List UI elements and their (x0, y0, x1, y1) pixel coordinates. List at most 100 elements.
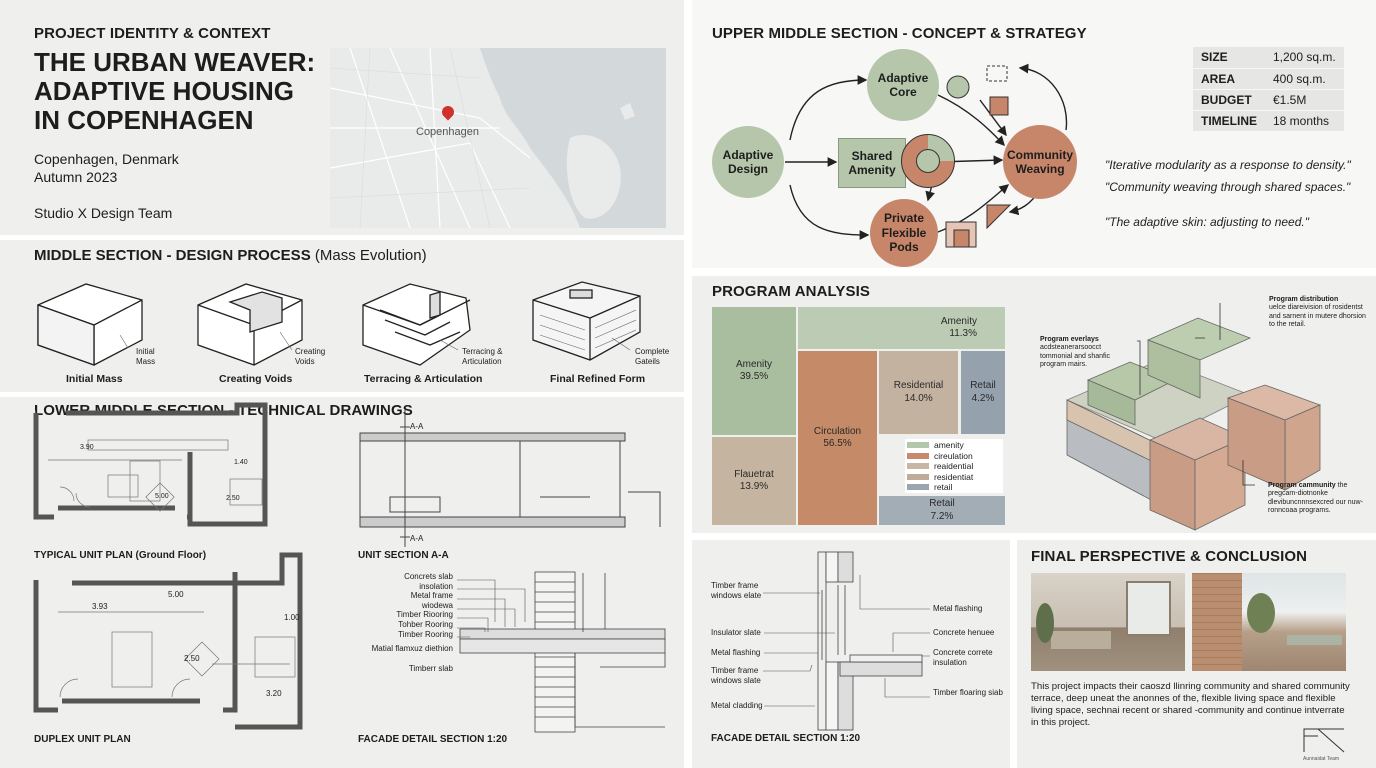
legend-label: cireulation (934, 450, 973, 461)
spec-value: 1,200 sq.m. (1265, 47, 1344, 69)
step-note: Terracing & (462, 347, 503, 356)
cell-value: 14.0% (904, 392, 933, 404)
step-note: Initial (136, 347, 155, 356)
step-note: Gateils (635, 356, 660, 366)
cell-label: Retail (929, 498, 955, 509)
legend-item: amenity (907, 440, 964, 450)
dimension: 3.90 (80, 444, 94, 451)
section-marker: A-A (410, 534, 424, 543)
annotation-title: Program cammunity (1268, 482, 1336, 489)
node-shared-amenity[interactable]: Shared Amenity (838, 138, 906, 188)
cell-label: Amenity (735, 358, 773, 370)
cell-label: Circulation (813, 425, 862, 437)
quote: "Iterative modularity as a response to d… (1105, 158, 1351, 172)
facade-label: wiodewa (421, 600, 453, 610)
cell-value: 56.5% (823, 438, 852, 449)
process-heading: MIDDLE SECTION - DESIGN PROCESS (34, 247, 311, 264)
legend-swatch (907, 484, 929, 490)
step-label: Initial Mass (66, 373, 123, 385)
technical-drawings-panel: LOWER MIDDLE SECTION - TECHNICAL DRAWING… (0, 397, 684, 768)
facade-label: Timberr slab (408, 663, 453, 673)
facade-detail-label: Timber floaring siab (933, 688, 1003, 697)
spec-key: TIMELINE (1193, 110, 1265, 132)
node-adaptive-design[interactable]: Adaptive Design (712, 126, 784, 198)
legend-label: amenity (934, 440, 964, 450)
annotation-title: Program distribution (1269, 296, 1339, 303)
mass-evolution-diagrams (37, 281, 641, 366)
dimension: 1.40 (234, 459, 248, 466)
quote: "The adaptive skin: adjusting to need." (1105, 215, 1309, 229)
team: Studio X Design Team (34, 205, 173, 221)
facade-detail-label: Metal flashing (711, 648, 761, 657)
program-heading: PROGRAM ANALYSIS (712, 283, 871, 300)
facade-label: Matial flamxuz diethion (371, 644, 453, 654)
cell-value: 39.5% (739, 371, 769, 382)
spec-value: 18 months (1265, 110, 1344, 132)
step-label: Creating Voids (219, 373, 293, 385)
facade-label: Concrets slab (404, 572, 453, 581)
cell-label: Amenity (940, 315, 977, 327)
logo-text: Aunnaidat Team (1303, 756, 1340, 762)
location-map[interactable]: Copenhagen (330, 48, 666, 228)
section-marker: A-A (410, 422, 424, 431)
design-process-panel: MIDDLE SECTION - DESIGN PROCESS (Mass Ev… (0, 240, 684, 392)
annotation-body: pregcam-diotnonke dlevibuncnnnsexcred ou… (1268, 490, 1363, 515)
legend-label: residentiat (934, 471, 974, 482)
map-label: Copenhagen (416, 126, 480, 138)
typical-plan-caption: TYPICAL UNIT PLAN (Ground Floor) (34, 550, 207, 561)
legend-label: reaidential (934, 461, 974, 471)
step-note: Complete (635, 347, 670, 356)
spec-key: AREA (1193, 68, 1265, 90)
facade-detail-label: Timber frame windows elate (711, 581, 762, 600)
dimension: 3.20 (266, 689, 282, 698)
annotation-body: acdsteanerarsoocct tommonial and shanfic… (1040, 344, 1111, 369)
facade-detail-label: Concrete henuee (933, 628, 995, 637)
identity-panel: PROJECT IDENTITY & CONTEXT THE URBAN WEA… (0, 0, 684, 235)
step-note: Articulation (462, 356, 502, 366)
legend-item: retail (907, 482, 952, 492)
node-community-weaving[interactable]: Community Weaving (1003, 125, 1077, 199)
step-label: Final Refined Form (550, 373, 646, 385)
project-title: THE URBAN WEAVER: ADAPTIVE HOUSING IN CO… (34, 48, 315, 135)
facade-detail-label: Metal cladding (711, 701, 763, 710)
facade-label: Metal frame (410, 591, 453, 601)
cell-label: Retail (970, 380, 996, 391)
legend-label: retail (934, 482, 953, 492)
facade-caption: FACADE DETAIL SECTION 1:20 (358, 734, 508, 745)
dimension: 1.00 (284, 613, 300, 622)
title-line: IN COPENHAGEN (34, 105, 254, 135)
dimension: 3.93 (92, 602, 108, 611)
spec-key: BUDGET (1193, 89, 1265, 111)
drawings (33, 402, 666, 733)
node-adaptive-core[interactable]: Adaptive Core (867, 49, 939, 121)
facade-label: Timber Riooring (396, 610, 453, 620)
table-row: BUDGET€1.5M (1193, 89, 1344, 111)
process-heading-sub: (Mass Evolution) (314, 247, 427, 264)
quote: "Community weaving through shared spaces… (1105, 180, 1351, 194)
pie-icon (901, 134, 955, 188)
facade-label: insolation (419, 581, 453, 591)
node-private-pods[interactable]: Private Flexible Pods (870, 199, 938, 267)
step-note: Mass (136, 356, 156, 366)
dimension: 5.00 (155, 493, 169, 500)
interior-perspective-image (1031, 573, 1185, 671)
duplex-plan-caption: DUPLEX UNIT PLAN (34, 734, 131, 745)
section-label: PROJECT IDENTITY & CONTEXT (34, 25, 271, 42)
facade-detail-label: Metal flashing (933, 604, 983, 613)
cell-value: 4.2% (971, 392, 995, 404)
dimension: 2.50 (184, 654, 200, 663)
step-note: Creating (295, 347, 326, 356)
legend-swatch (907, 442, 929, 448)
